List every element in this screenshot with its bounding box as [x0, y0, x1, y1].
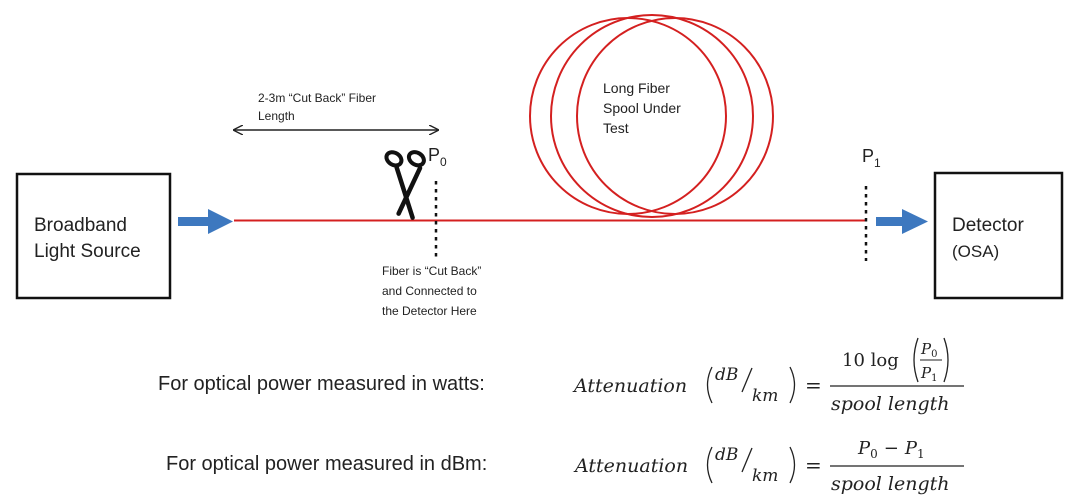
scissors-icon	[384, 150, 426, 220]
formula-watts-numerator-bottom: P1	[920, 364, 937, 384]
detector-label-line2: (OSA)	[952, 242, 999, 261]
formula-dbm-lhs: Attenuation	[573, 455, 688, 477]
cut-note-line3: the Detector Here	[382, 304, 477, 318]
spool-label-line1: Long Fiber	[603, 80, 670, 96]
light-source-label-line1: Broadband	[34, 215, 127, 236]
spool-label-line3: Test	[603, 120, 629, 136]
formula-watts-equals: =	[805, 373, 822, 397]
detector-box	[933, 171, 1064, 300]
formula-watts-unit-den: km	[752, 386, 778, 406]
spool-label-line2: Spool Under	[603, 100, 681, 116]
cutback-length-label-line1: 2-3m “Cut Back” Fiber	[258, 91, 376, 105]
formula-dbm-numerator: P0−P1	[857, 438, 925, 461]
cutback-length-label-line2: Length	[258, 109, 295, 123]
formula-watts-denominator: spool length	[831, 393, 950, 415]
formula-watts-numerator-prefix: 10 log	[842, 350, 899, 371]
formula-dbm-caption: For optical power measured in dBm:	[166, 453, 488, 475]
cut-note-line2: and Connected to	[382, 284, 477, 298]
formula-watts-caption: For optical power measured in watts:	[158, 373, 485, 395]
p1-label: P1	[862, 146, 881, 170]
light-source-box	[15, 172, 172, 300]
p0-label: P0	[428, 145, 447, 169]
formula-watts: Attenuation dB km = 10 log P0 P1 spool l…	[572, 337, 964, 415]
formula-dbm-unit-num: dB	[715, 445, 738, 465]
formula-dbm-equals: =	[805, 453, 822, 477]
detector-label-line1: Detector	[952, 215, 1024, 236]
formula-watts-unit-num: dB	[715, 365, 738, 385]
formula-watts-lhs: Attenuation	[572, 375, 687, 397]
output-arrow	[876, 209, 928, 234]
formula-dbm: Attenuation dB km = P0−P1 spool length	[573, 438, 964, 495]
fiber-spool	[529, 14, 774, 218]
formula-dbm-denominator: spool length	[831, 473, 950, 495]
formula-dbm-unit-den: km	[752, 466, 778, 486]
cut-note-line1: Fiber is “Cut Back”	[382, 264, 481, 278]
formula-watts-numerator-top: P0	[920, 340, 937, 360]
input-arrow	[178, 209, 233, 234]
light-source-label-line2: Light Source	[34, 241, 141, 262]
